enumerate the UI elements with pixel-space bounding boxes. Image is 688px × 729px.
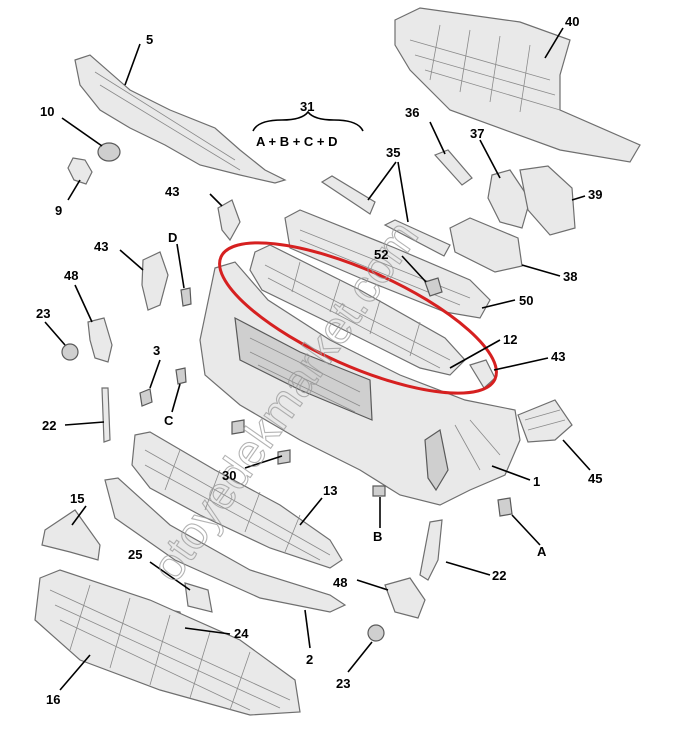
label-35: 35 [386, 145, 400, 160]
label-13: 13 [323, 483, 337, 498]
part-15-deflector [41, 509, 101, 561]
label-31: 31 [300, 99, 314, 114]
label-43-top: 43 [165, 184, 179, 199]
part-9-badge [67, 157, 93, 185]
label-24: 24 [234, 626, 249, 641]
label-A: A [537, 544, 547, 559]
part-D-clip [180, 287, 192, 307]
part-3-clip [139, 388, 153, 407]
label-43-left: 43 [94, 239, 108, 254]
label-22-left: 22 [42, 418, 56, 433]
part-22-strip-left [101, 387, 111, 443]
label-36: 36 [405, 105, 419, 120]
part-2-lower-lip [104, 477, 347, 613]
label-48-left: 48 [64, 268, 78, 283]
label-37: 37 [470, 126, 484, 141]
label-25: 25 [128, 547, 142, 562]
part-40-upper-panel [394, 7, 641, 163]
part-1-bumper-cover [199, 261, 521, 506]
part-16-undertray [34, 569, 301, 716]
part-labels: 5 10 9 31 A + B + C + D 36 37 35 40 39 3… [36, 14, 602, 707]
part-22-strip-right [419, 519, 443, 581]
label-22-right: 22 [492, 568, 506, 583]
formula-text: A + B + C + D [256, 134, 338, 149]
part-37-bracket [487, 169, 531, 229]
label-38: 38 [563, 269, 577, 284]
part-A-clip [497, 497, 513, 517]
part-12-energy-absorber [249, 244, 466, 376]
label-B: B [373, 529, 382, 544]
part-39-bracket [519, 165, 576, 236]
label-10: 10 [40, 104, 54, 119]
label-40: 40 [565, 14, 579, 29]
part-B-clip [372, 485, 386, 497]
label-2: 2 [306, 652, 313, 667]
part-30-clips [231, 419, 291, 465]
label-D: D [168, 230, 177, 245]
part-25-insert [184, 582, 213, 613]
part-43-bracket-left [141, 251, 169, 311]
part-45-corner-grille [517, 399, 573, 443]
label-43-right: 43 [551, 349, 565, 364]
label-1: 1 [533, 474, 540, 489]
part-52-clip [424, 277, 443, 297]
part-48-bracket-left [87, 317, 113, 363]
label-30: 30 [222, 468, 236, 483]
label-48-right: 48 [333, 575, 347, 590]
part-38-bracket [449, 217, 523, 273]
label-5: 5 [146, 32, 153, 47]
part-10-emblem [97, 142, 121, 162]
label-C: C [164, 413, 174, 428]
label-15: 15 [70, 491, 84, 506]
part-48-bracket-right [384, 577, 426, 619]
leader-lines [44, 27, 591, 691]
label-23-right: 23 [336, 676, 350, 691]
part-C-clip [175, 367, 187, 385]
label-39: 39 [588, 187, 602, 202]
part-36-bracket [433, 149, 473, 186]
highlight-ellipse [218, 241, 498, 395]
label-23-left: 23 [36, 306, 50, 321]
part-35-strips [320, 175, 451, 257]
label-16: 16 [46, 692, 60, 707]
part-43-bracket-top [217, 199, 241, 242]
label-12: 12 [503, 332, 517, 347]
label-3: 3 [153, 343, 160, 358]
part-23-sensor-right [367, 624, 385, 642]
label-45: 45 [588, 471, 602, 486]
part-13-lower-grille [131, 431, 343, 569]
part-23-sensor-left [61, 343, 79, 361]
label-50: 50 [519, 293, 533, 308]
label-9: 9 [55, 203, 62, 218]
label-52: 52 [374, 247, 388, 262]
part-5-grille-trim [74, 54, 287, 184]
